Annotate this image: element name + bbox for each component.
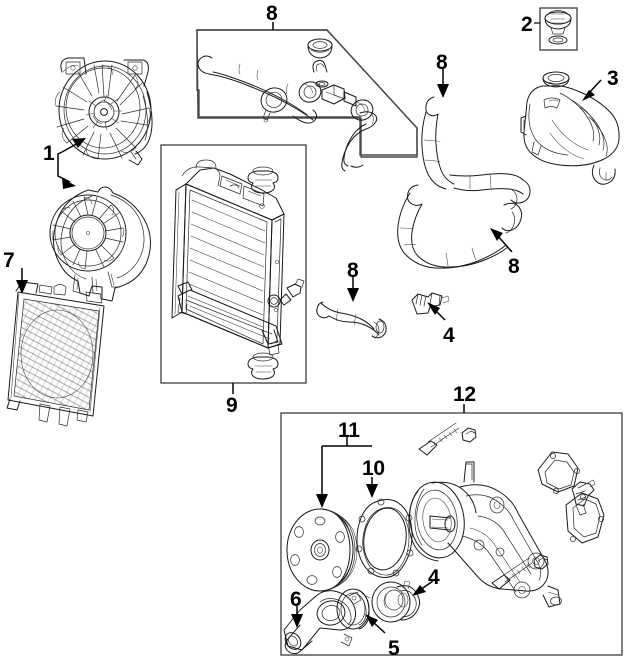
part-upper-hose-left [197,55,318,124]
callout-leader-8c [490,228,513,253]
callout-8a: 8 [266,2,278,25]
part-bolt-upper [418,422,460,456]
callout-4b: 4 [428,566,440,589]
panel-water-pump [280,412,623,656]
callout-10: 10 [362,457,385,480]
part-hose-clamp-c [350,99,374,121]
part-filler-cap-small [307,38,333,59]
callout-8b: 8 [436,51,448,74]
part-hose-clamp-a [260,87,288,123]
callout-leader-5 [365,614,386,634]
part-gasket-upper-right [537,451,580,494]
callout-leader-10 [366,477,378,498]
callout-7: 7 [3,249,15,272]
callout-11: 11 [338,419,360,442]
part-bypass-hose [316,301,387,339]
callout-leader-11 [316,437,372,508]
callout-leader-8b [437,68,449,98]
part-transmission-oil-cooler [6,281,105,427]
callout-leader-4b [412,580,434,596]
callout-3: 3 [607,67,619,90]
part-water-pump-gasket [355,498,414,578]
part-oring-small [315,80,329,88]
callout-6: 6 [290,588,302,611]
part-cooling-fan-upper [55,57,153,166]
part-hose-clamp-b [298,81,322,103]
part-reservoir-cap [544,10,572,45]
panel-upper-hose-group [196,29,418,158]
part-connector-fitting [321,84,357,107]
callout-12: 12 [453,383,476,406]
part-bolt-lower [491,557,533,590]
part-sensor-right [571,479,596,516]
callout-leader-4a [427,302,446,321]
part-cooling-fan-lower [49,186,151,302]
panel-reservoir-cap [539,7,578,51]
part-nut-lower [533,554,549,570]
part-radiator [171,159,305,380]
callout-2: 2 [521,13,533,36]
part-coolant-reservoir-tank [520,71,620,185]
part-retainer-clip [312,60,328,73]
callout-9: 9 [226,394,238,417]
callout-leader-6 [291,606,303,628]
part-thermostat-seal [336,588,373,630]
part-water-inlet-housing [283,590,362,655]
part-upper-hose-right [341,111,378,172]
part-thermostat [371,580,421,623]
callout-8d: 8 [347,259,359,282]
callout-leader-1 [57,138,86,189]
part-coolant-temperature-sensor [411,292,450,315]
part-radiator-inlet-hose [397,184,523,269]
callout-leader-8d [347,276,359,302]
callout-4a: 4 [443,324,455,347]
callout-1: 1 [43,142,55,165]
part-nut-upper [461,427,477,443]
part-water-pump-pulley [286,508,358,592]
part-radiator-outlet-hose [421,96,531,210]
callout-leader-3 [582,79,602,101]
part-gasket-lower-right [565,492,605,544]
callout-5: 5 [388,637,400,660]
callout-leader-7 [16,268,28,294]
callout-8c: 8 [508,255,520,278]
